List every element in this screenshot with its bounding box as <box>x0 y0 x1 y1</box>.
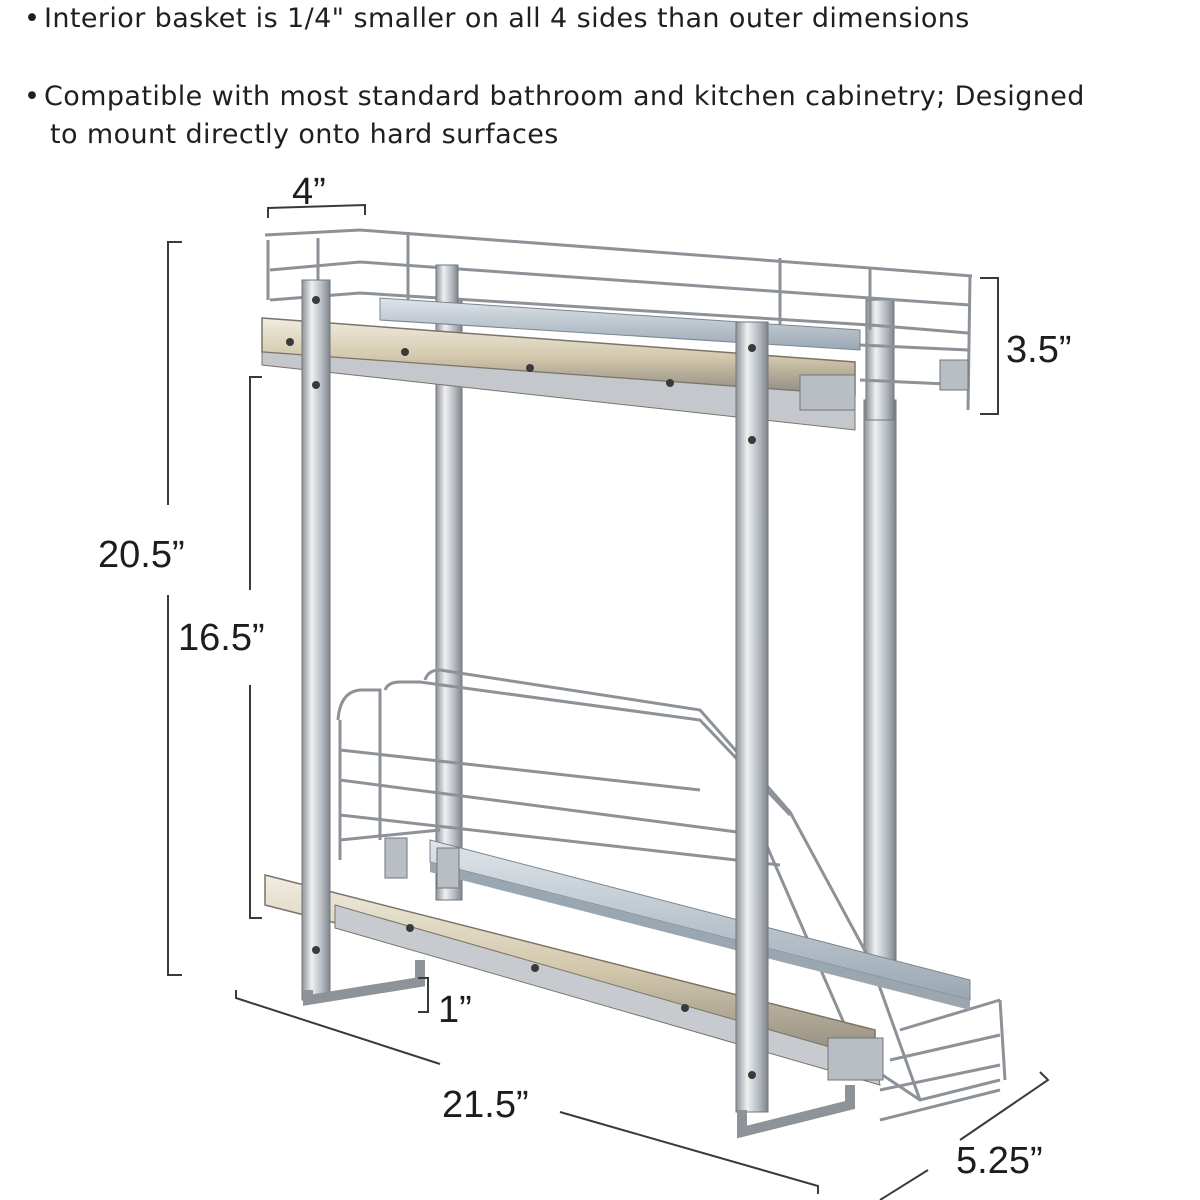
bullet-text-line1: Compatible with most standard bathroom a… <box>44 81 1085 112</box>
top-slide-rail <box>261 297 969 431</box>
bullet-compatibility: •Compatible with most standard bathroom … <box>24 78 1085 154</box>
dim-label-top-width: 4” <box>292 171 326 213</box>
dim-label-depth: 21.5” <box>442 1084 529 1126</box>
bullet-dot: • <box>24 81 41 112</box>
dimension-gap-overall-height <box>150 505 210 595</box>
bullet-text-line2: to mount directly onto hard surfaces <box>50 119 559 150</box>
dimension-lines <box>167 203 1050 1200</box>
dim-label-clearance: 1” <box>438 989 472 1031</box>
back-frame <box>435 299 897 961</box>
dimension-gap-inner-height <box>232 590 272 685</box>
bullet-text: Interior basket is 1/4" smaller on all 4… <box>44 3 970 34</box>
dim-label-width: 5.25” <box>956 1140 1043 1182</box>
bullet-dot: • <box>24 3 41 34</box>
dim-label-overall-height: 20.5” <box>98 534 185 576</box>
dim-label-top-basket-height: 3.5” <box>1006 329 1071 371</box>
dim-label-bottom-height: 16.5” <box>178 617 265 659</box>
bullet-interior-basket: •Interior basket is 1/4" smaller on all … <box>24 0 970 38</box>
front-frame <box>301 279 855 1139</box>
